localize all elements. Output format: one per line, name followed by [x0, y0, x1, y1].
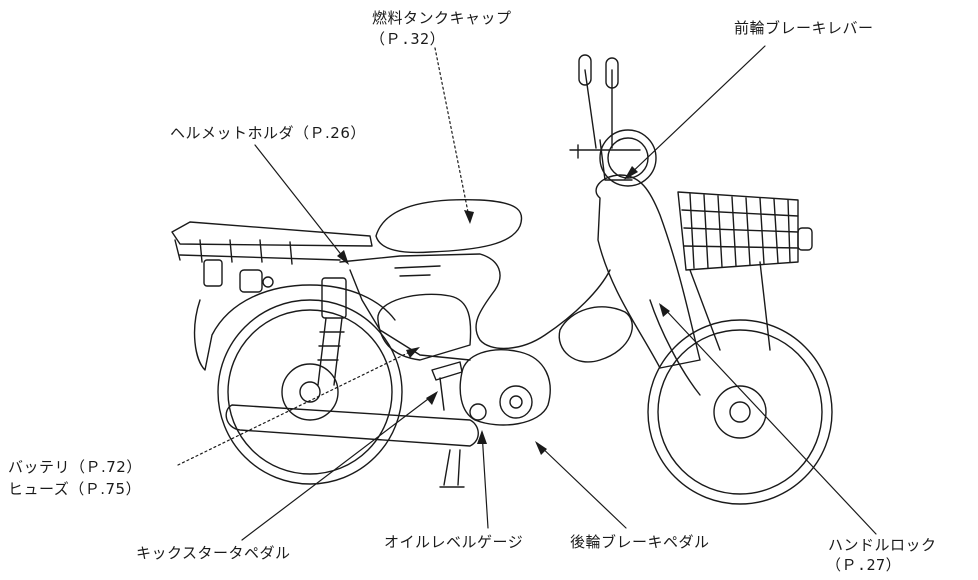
- rear-brake-pedal-label: 後輪ブレーキペダル: [570, 533, 710, 551]
- battery-label: バッテリ（Ｐ.72）: [8, 458, 142, 476]
- helmet-holder-label: ヘルメットホルダ（Ｐ.26）: [170, 124, 366, 142]
- side-stand: [439, 449, 465, 488]
- handlebar: [569, 54, 657, 187]
- handle-lock-page-ref: （Ｐ.27）: [826, 556, 902, 574]
- leader-rear-brake: [536, 442, 627, 529]
- front-brake-lever-label: 前輪ブレーキレバー: [734, 19, 874, 37]
- muffler: [225, 404, 479, 447]
- tail-light: [203, 259, 274, 293]
- rear-wheel: [217, 299, 403, 485]
- leader-oil-level: [481, 431, 489, 529]
- fuel-cap-page-ref: （Ｐ.32）: [370, 30, 446, 48]
- leader-kick-starter: [241, 392, 437, 541]
- fuel-cap-label: 燃料タンクキャップ: [372, 9, 512, 27]
- front-basket: [677, 191, 813, 351]
- leader-handle-lock: [660, 304, 877, 535]
- leader-helmet-holder: [254, 144, 348, 263]
- leader-fuel-cap: [434, 47, 471, 223]
- oil-level-gauge-label: オイルレベルゲージ: [384, 533, 524, 551]
- engine: [459, 349, 551, 426]
- kick-starter-pedal: [431, 361, 463, 411]
- leader-arrowheads: [337, 166, 670, 455]
- handle-lock-label: ハンドルロック: [828, 536, 937, 554]
- rear-carrier: [171, 221, 373, 265]
- leg-shield: [558, 174, 701, 396]
- body-panels: [339, 253, 611, 361]
- leader-lines: [177, 45, 877, 541]
- fuse-label: ヒューズ（Ｐ.75）: [8, 480, 142, 498]
- rear-shock: [317, 277, 347, 386]
- front-wheel: [647, 319, 833, 505]
- leader-front-brake-lever: [625, 45, 766, 179]
- leader-battery: [177, 347, 419, 466]
- kick-starter-label: キックスタータペダル: [136, 544, 291, 562]
- seat: [375, 198, 523, 254]
